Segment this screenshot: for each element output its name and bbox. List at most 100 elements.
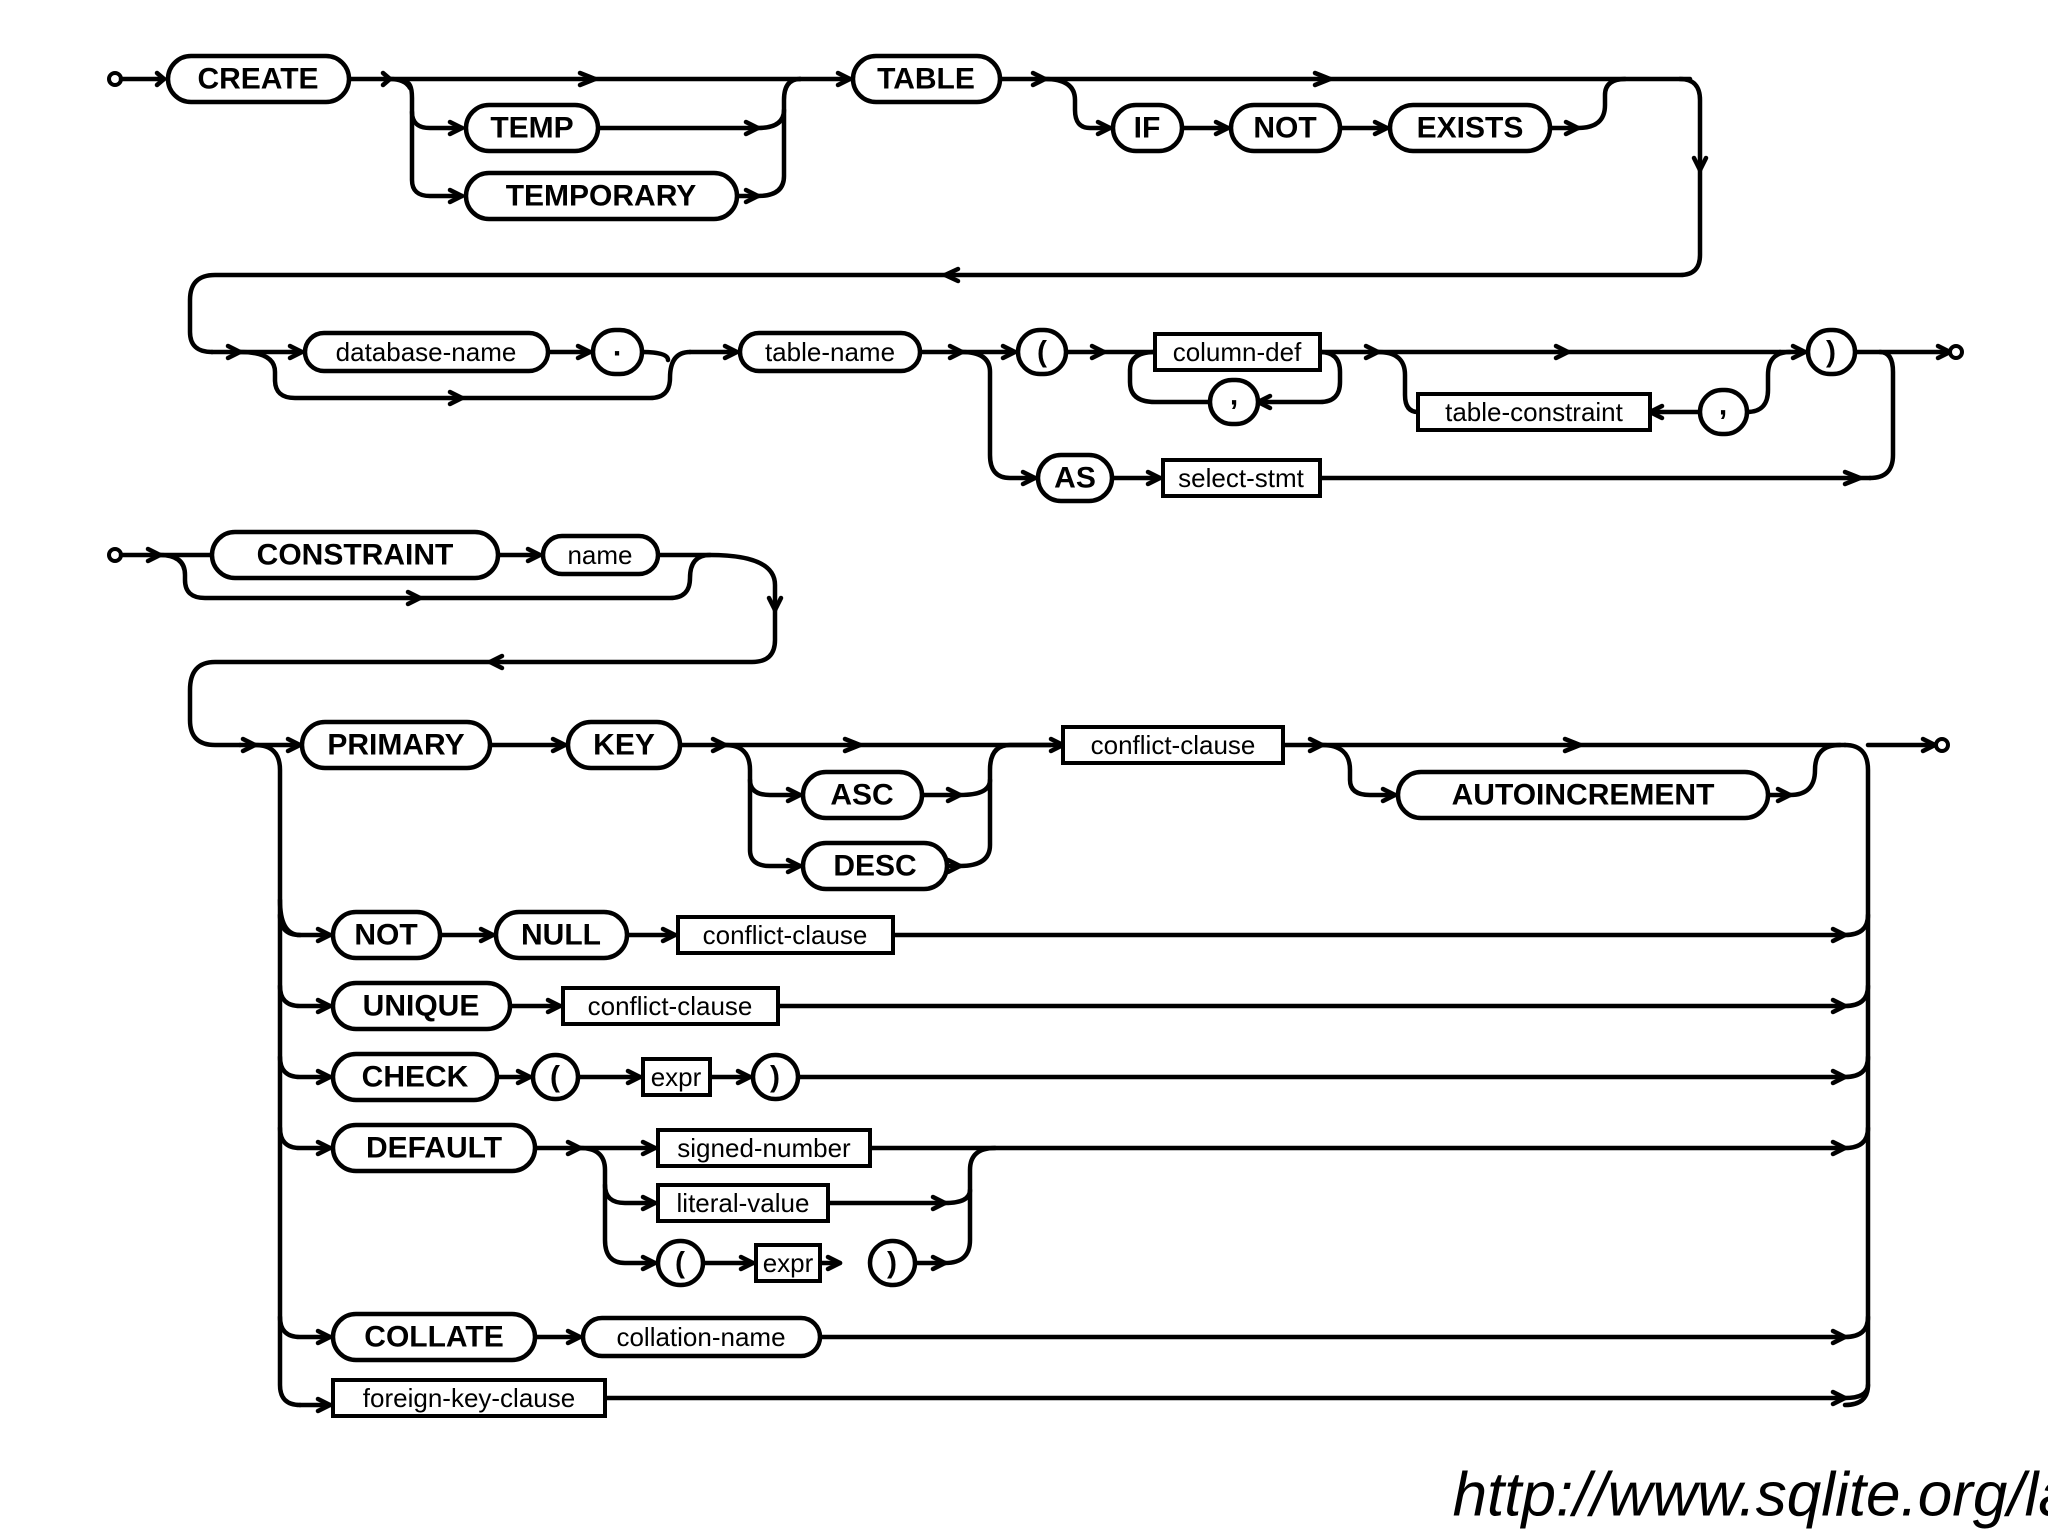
- svg-text:,: ,: [1719, 389, 1727, 422]
- source-url: http://www.sqlite.org/lang_createtable.h…: [1453, 1461, 2048, 1530]
- svg-text:DESC: DESC: [833, 850, 916, 883]
- create-table-diagram: CREATE TEMP TEMPORARY TABLE IF NOT EXIST…: [107, 53, 1964, 504]
- wire: [154, 70, 167, 88]
- keyword-collate: COLLATE: [330, 1311, 538, 1363]
- svg-text:conflict-clause: conflict-clause: [1091, 730, 1256, 760]
- keyword-as: AS: [1035, 452, 1115, 504]
- create-table-wires: [107, 70, 1964, 487]
- svg-text:(: (: [550, 1061, 560, 1094]
- keyword-unique: UNIQUE: [330, 980, 513, 1032]
- literal-comma: ,: [1207, 377, 1261, 427]
- nonterminal-conflict-clause-2: conflict-clause: [676, 915, 895, 955]
- nonterminal-signed-number: signed-number: [656, 1128, 872, 1168]
- svg-text:collation-name: collation-name: [616, 1322, 785, 1352]
- svg-text:,: ,: [1230, 379, 1238, 412]
- nonterminal-conflict-clause-3: conflict-clause: [561, 986, 780, 1026]
- literal-comma-2: ,: [1697, 387, 1750, 437]
- create-table-nonterminals: column-def table-constraint select-stmt: [1153, 332, 1652, 498]
- svg-text:.: .: [613, 330, 621, 363]
- svg-text:ASC: ASC: [830, 779, 893, 812]
- end-terminal: [1934, 737, 1950, 753]
- literal-check-open-paren: (: [530, 1052, 581, 1102]
- svg-text:table-name: table-name: [765, 337, 895, 367]
- svg-text:TABLE: TABLE: [877, 63, 975, 96]
- keyword-constraint: CONSTRAINT: [209, 529, 501, 581]
- literal-close-paren: ): [1805, 327, 1858, 377]
- svg-text:COLLATE: COLLATE: [364, 1321, 503, 1354]
- svg-text:NOT: NOT: [1253, 112, 1316, 145]
- svg-text:TEMPORARY: TEMPORARY: [506, 180, 697, 213]
- keyword-temp: TEMP: [463, 102, 601, 154]
- keyword-key: KEY: [565, 719, 683, 771]
- keyword-asc: ASC: [800, 769, 925, 821]
- identifier-collation-name: collation-name: [580, 1315, 823, 1359]
- identifier-name: name: [540, 533, 661, 577]
- keyword-default: DEFAULT: [330, 1122, 538, 1174]
- nonterminal-default-expr: expr: [754, 1243, 822, 1283]
- column-constraint-wires: [107, 546, 1950, 1414]
- keyword-temporary: TEMPORARY: [463, 170, 740, 222]
- svg-text:database-name: database-name: [336, 337, 517, 367]
- end-terminal: [1948, 344, 1964, 360]
- svg-text:IF: IF: [1134, 112, 1161, 145]
- literal-open-paren: (: [1015, 327, 1069, 377]
- svg-text:column-def: column-def: [1173, 337, 1302, 367]
- svg-text:literal-value: literal-value: [677, 1188, 810, 1218]
- svg-text:PRIMARY: PRIMARY: [327, 729, 464, 762]
- identifier-table-name: table-name: [737, 330, 923, 374]
- svg-text:EXISTS: EXISTS: [1417, 112, 1524, 145]
- keyword-table: TABLE: [850, 53, 1003, 105]
- keyword-null: NULL: [493, 909, 630, 961]
- svg-text:(: (: [1037, 336, 1047, 369]
- keyword-not: NOT: [1228, 102, 1343, 154]
- keyword-desc: DESC: [800, 840, 950, 892]
- svg-text:foreign-key-clause: foreign-key-clause: [363, 1383, 575, 1413]
- create-table-nodes: CREATE TEMP TEMPORARY TABLE IF NOT EXIST…: [165, 53, 1858, 504]
- keyword-check: CHECK: [330, 1051, 500, 1103]
- identifier-database-name: database-name: [302, 330, 551, 374]
- nonterminal-select-stmt: select-stmt: [1161, 458, 1322, 498]
- svg-text:signed-number: signed-number: [677, 1133, 851, 1163]
- svg-text:KEY: KEY: [593, 729, 655, 762]
- svg-text:): ): [887, 1247, 897, 1280]
- nonterminal-literal-value: literal-value: [656, 1183, 830, 1223]
- literal-default-close-paren: ): [867, 1238, 918, 1288]
- nonterminal-foreign-key-clause: foreign-key-clause: [331, 1378, 607, 1418]
- column-constraint-diagram: CONSTRAINT name PRIMARY KEY ASC DESC AUT…: [107, 529, 1950, 1418]
- keyword-if: IF: [1110, 102, 1185, 154]
- column-constraint-nodes: CONSTRAINT name PRIMARY KEY ASC DESC AUT…: [209, 529, 1771, 1363]
- svg-text:AUTOINCREMENT: AUTOINCREMENT: [1452, 779, 1715, 812]
- svg-text:): ): [1826, 336, 1836, 369]
- svg-text:NOT: NOT: [354, 919, 417, 952]
- svg-text:NULL: NULL: [521, 919, 601, 952]
- literal-check-close-paren: ): [750, 1052, 801, 1102]
- svg-text:CHECK: CHECK: [362, 1061, 469, 1094]
- keyword-not: NOT: [330, 909, 443, 961]
- keyword-create: CREATE: [165, 53, 352, 105]
- svg-text:select-stmt: select-stmt: [1178, 463, 1304, 493]
- svg-text:CONSTRAINT: CONSTRAINT: [257, 539, 454, 572]
- svg-text:conflict-clause: conflict-clause: [588, 991, 753, 1021]
- svg-text:CREATE: CREATE: [197, 63, 318, 96]
- literal-default-open-paren: (: [655, 1238, 706, 1288]
- svg-text:TEMP: TEMP: [490, 112, 573, 145]
- keyword-primary: PRIMARY: [299, 719, 493, 771]
- literal-dot: .: [590, 327, 645, 377]
- svg-text:UNIQUE: UNIQUE: [363, 990, 480, 1023]
- keyword-autoincrement: AUTOINCREMENT: [1395, 769, 1771, 821]
- svg-text:name: name: [567, 540, 632, 570]
- nonterminal-table-constraint: table-constraint: [1416, 392, 1652, 432]
- nonterminal-check-expr: expr: [641, 1057, 712, 1097]
- keyword-exists: EXISTS: [1387, 102, 1553, 154]
- svg-text:): ): [770, 1061, 780, 1094]
- svg-text:table-constraint: table-constraint: [1445, 397, 1624, 427]
- svg-text:AS: AS: [1054, 462, 1096, 495]
- svg-text:expr: expr: [763, 1248, 814, 1278]
- column-constraint-nonterminals: conflict-clause conflict-clause conflict…: [331, 725, 1285, 1418]
- svg-text:expr: expr: [651, 1062, 702, 1092]
- nonterminal-conflict-clause-1: conflict-clause: [1061, 725, 1285, 765]
- svg-text:conflict-clause: conflict-clause: [703, 920, 868, 950]
- svg-text:(: (: [675, 1247, 685, 1280]
- nonterminal-column-def: column-def: [1153, 332, 1322, 372]
